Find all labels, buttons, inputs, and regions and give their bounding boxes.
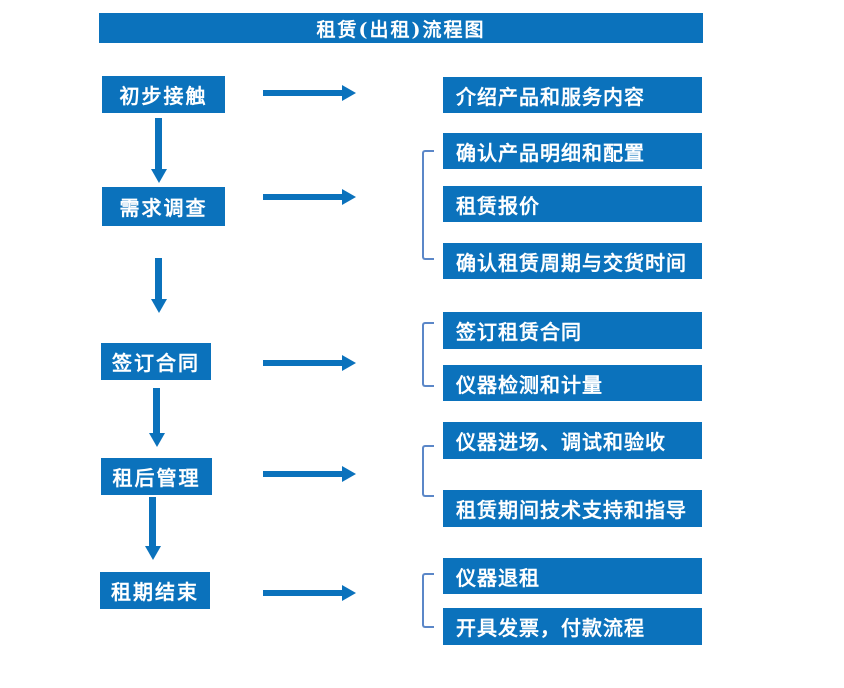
stage-demand-survey: 需求调查 (102, 187, 225, 226)
arrow-down-icon (144, 497, 161, 560)
diagram-title: 租赁(出租)流程图 (99, 13, 703, 43)
arrow-right-icon (263, 585, 356, 601)
output-confirm-rental-period: 确认租赁周期与交货时间 (443, 243, 702, 279)
bracket-connector (422, 322, 434, 387)
arrow-down-icon (150, 118, 167, 183)
bracket-connector (422, 150, 434, 260)
bracket-connector (422, 445, 434, 497)
stage-sign-contract: 签订合同 (101, 343, 211, 380)
output-introduce-products: 介绍产品和服务内容 (443, 77, 702, 113)
output-instrument-setup-acceptance: 仪器进场、调试和验收 (443, 422, 702, 459)
bracket-connector (422, 573, 434, 628)
arrow-right-icon (263, 189, 356, 205)
output-instrument-testing: 仪器检测和计量 (443, 365, 702, 401)
output-invoice-payment: 开具发票，付款流程 (443, 608, 702, 645)
arrow-right-icon (263, 355, 356, 371)
arrow-down-icon (148, 388, 165, 447)
output-technical-support: 租赁期间技术支持和指导 (443, 490, 702, 527)
output-instrument-return: 仪器退租 (443, 558, 702, 594)
output-sign-rental-contract: 签订租赁合同 (443, 312, 702, 349)
stage-initial-contact: 初步接触 (102, 76, 225, 113)
output-confirm-product-details: 确认产品明细和配置 (443, 133, 702, 169)
arrow-right-icon (263, 85, 356, 101)
stage-lease-end: 租期结束 (100, 572, 210, 609)
output-rental-quotation: 租赁报价 (443, 186, 702, 222)
stage-post-rental-management: 租后管理 (101, 458, 212, 495)
arrow-down-icon (150, 258, 167, 313)
arrow-right-icon (263, 466, 356, 482)
